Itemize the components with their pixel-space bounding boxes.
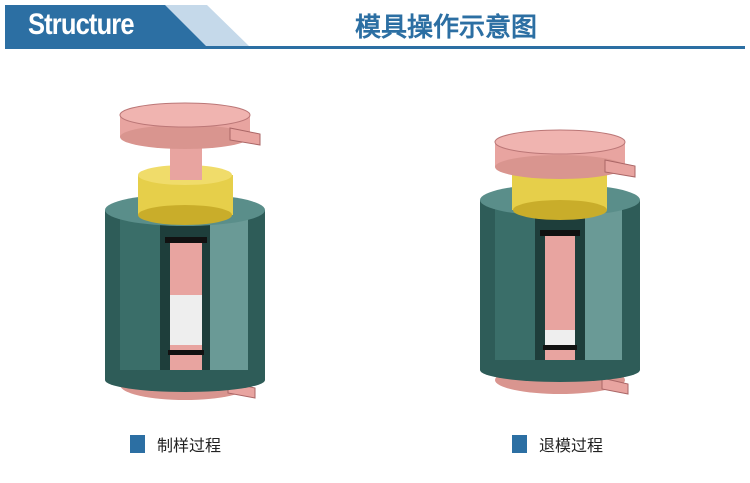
caption-label: 制样过程 <box>157 436 222 455</box>
mold-sample-making <box>105 102 265 400</box>
header-rule <box>5 46 745 49</box>
mold-demolding <box>480 129 640 395</box>
header-title-en: Structure <box>28 8 135 41</box>
caption-demolding: 退模过程 <box>512 432 603 456</box>
caption-label: 退模过程 <box>539 436 604 455</box>
bullet-square-icon <box>130 435 145 453</box>
bullet-square-icon <box>512 435 527 453</box>
caption-sample-making: 制样过程 <box>130 432 221 456</box>
header-title-cn: 模具操作示意图 <box>355 13 538 43</box>
